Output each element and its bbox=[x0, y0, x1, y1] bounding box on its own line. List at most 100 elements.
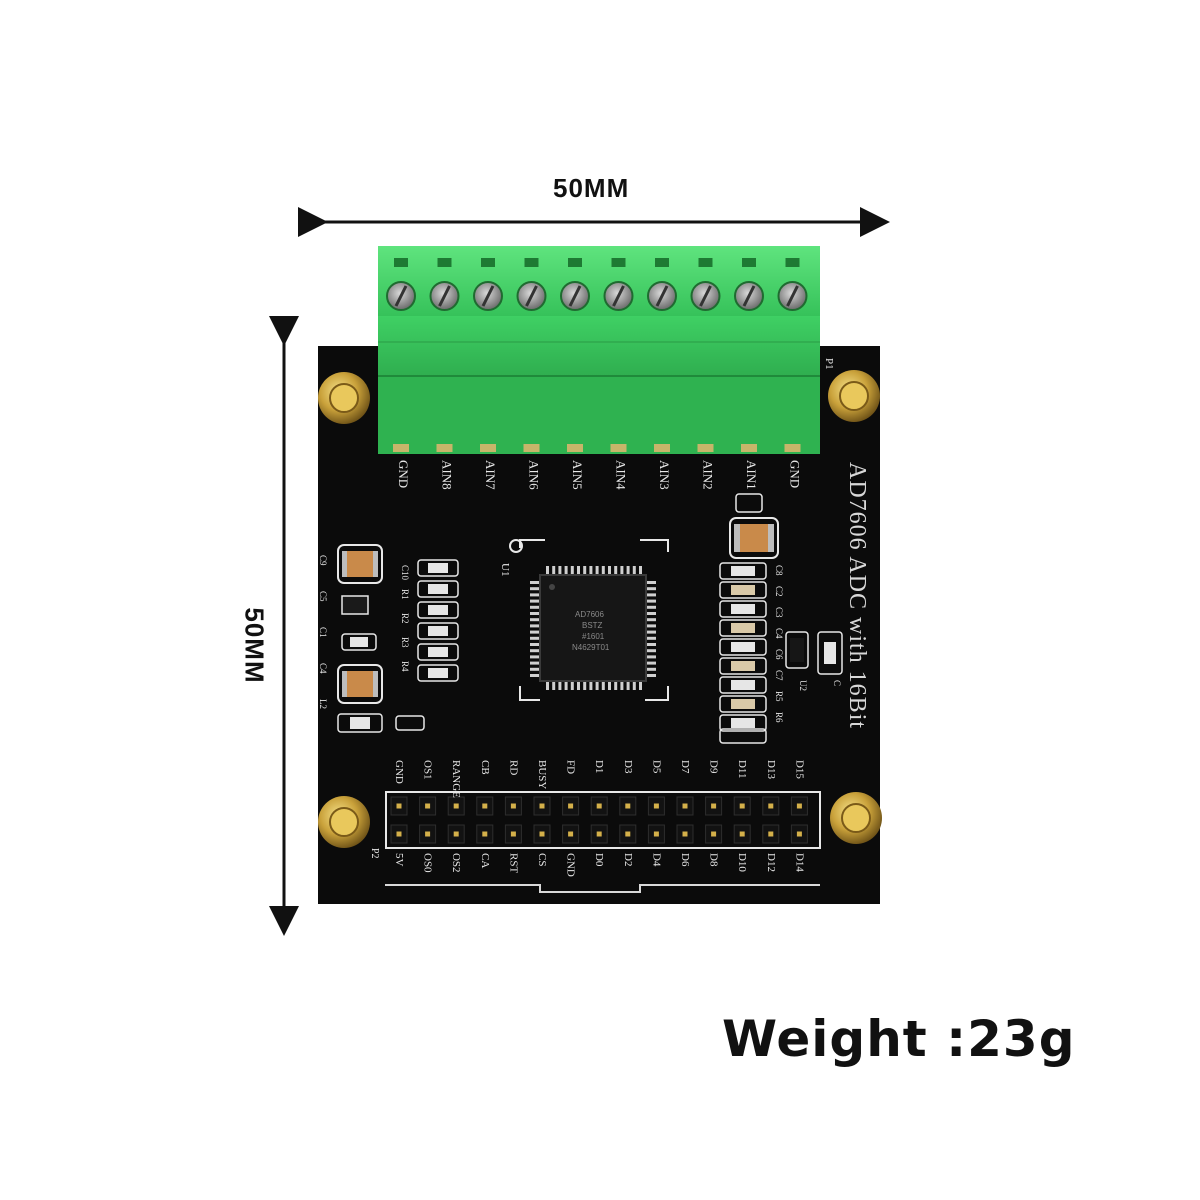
chip-pin bbox=[646, 581, 656, 584]
smd-footprint bbox=[417, 580, 459, 598]
smd-footprint bbox=[719, 714, 767, 732]
chip-pin bbox=[646, 618, 656, 622]
header-bottom-pin-label: 5V bbox=[393, 853, 405, 867]
smd-capacitor bbox=[731, 718, 755, 728]
header-bottom-pin-label: D2 bbox=[622, 853, 634, 866]
smd-footprint bbox=[735, 493, 763, 513]
smd-capacitor bbox=[731, 585, 755, 595]
smd-footprint bbox=[719, 695, 767, 713]
chip-pin bbox=[530, 618, 540, 622]
chip-pin bbox=[646, 636, 656, 640]
chip-pin bbox=[530, 612, 540, 615]
p1-label: P1 bbox=[823, 358, 835, 370]
chip-marking-1: AD7606 bbox=[575, 610, 604, 619]
chip-pin bbox=[601, 566, 605, 576]
smd-capacitor bbox=[731, 604, 755, 614]
voltage-regulator bbox=[341, 595, 369, 615]
chip-pin bbox=[564, 566, 568, 576]
chip-pin bbox=[530, 667, 540, 671]
capacitor-terminal bbox=[373, 551, 378, 577]
header-pin bbox=[482, 831, 488, 837]
component-ref-label: R4 bbox=[400, 661, 410, 672]
screw-slot bbox=[568, 285, 582, 307]
header-bottom-pin-label: CA bbox=[479, 853, 491, 868]
component-ref-label: C bbox=[832, 680, 842, 686]
header-top-pin-label: D1 bbox=[593, 760, 605, 773]
screw-slot bbox=[742, 285, 756, 307]
capacitor-terminal bbox=[734, 524, 740, 552]
header-pin bbox=[768, 831, 774, 837]
header-notch bbox=[385, 884, 820, 893]
header-top-pin-label: D3 bbox=[622, 760, 634, 774]
header-top-pin-label: D11 bbox=[736, 760, 748, 779]
chip-pin bbox=[530, 587, 540, 591]
header-pin bbox=[711, 831, 717, 837]
header-bottom-pin-label: GND bbox=[565, 853, 577, 877]
header-pin bbox=[453, 831, 459, 837]
header-pin bbox=[568, 831, 574, 837]
header-pin bbox=[796, 831, 802, 837]
tantalum-capacitor-outline bbox=[729, 517, 779, 559]
chip-pin bbox=[583, 566, 587, 576]
header-pin bbox=[596, 831, 602, 837]
tantalum-capacitor-outline bbox=[337, 664, 383, 704]
smd-footprint bbox=[719, 600, 767, 618]
smd-footprint bbox=[417, 643, 459, 661]
smd-footprint bbox=[719, 619, 767, 637]
terminal-pin bbox=[567, 444, 583, 452]
chip-pin bbox=[646, 643, 656, 646]
chip-pin bbox=[552, 566, 556, 576]
smd-footprint bbox=[417, 601, 459, 619]
header-pin bbox=[568, 803, 574, 809]
smd-footprint bbox=[719, 562, 767, 580]
weight-label: Weight :23g bbox=[722, 1010, 1076, 1068]
terminal-wire-slot bbox=[611, 258, 626, 267]
analog-pin-label: AIN1 bbox=[744, 460, 759, 490]
chip-pin bbox=[646, 593, 656, 597]
chip-pin bbox=[530, 636, 540, 640]
chip-pin bbox=[570, 566, 574, 576]
header-top-pin-label: D9 bbox=[708, 760, 720, 774]
header-top-pin-label: FD bbox=[565, 760, 577, 774]
chip-pin bbox=[564, 680, 568, 690]
screw-terminal-block bbox=[378, 246, 820, 454]
chip-marking-2: BSTZ bbox=[582, 621, 603, 630]
mounting-screw-bottom-left bbox=[318, 796, 370, 848]
header-top-pin-label: CB bbox=[479, 760, 491, 775]
chip-pin bbox=[530, 655, 540, 659]
screw-slot bbox=[438, 285, 451, 307]
chip-pin bbox=[530, 674, 540, 677]
analog-pin-label: AIN6 bbox=[527, 460, 542, 490]
analog-pin-label: GND bbox=[396, 460, 411, 488]
header-bottom-pin-label: D10 bbox=[736, 853, 748, 872]
smd-resistor bbox=[428, 563, 448, 573]
header-bottom-pin-label: D8 bbox=[708, 853, 720, 867]
chip-pin bbox=[646, 587, 656, 591]
reference-ic bbox=[790, 638, 804, 662]
analog-pin-label: AIN2 bbox=[701, 460, 716, 490]
chip-pin bbox=[530, 630, 540, 634]
header-pin bbox=[711, 803, 717, 809]
component-ref-label: C3 bbox=[774, 607, 784, 618]
component-ref-label: U2 bbox=[798, 680, 808, 691]
terminal-wire-slot bbox=[481, 258, 495, 267]
board-title: AD7606 ADC with 16Bit bbox=[844, 462, 870, 729]
terminal-pin bbox=[697, 444, 714, 452]
smd-footprint bbox=[817, 631, 843, 675]
smd-footprint bbox=[395, 715, 425, 731]
header-top-pin-label: D13 bbox=[765, 760, 777, 779]
chip-pin bbox=[583, 680, 587, 690]
header-pin bbox=[396, 831, 402, 837]
chip-pin bbox=[646, 655, 656, 659]
header-pin bbox=[539, 831, 545, 837]
chip-pin bbox=[552, 680, 556, 690]
smd-footprint bbox=[719, 581, 767, 599]
header-pin bbox=[539, 803, 545, 809]
chip-pin bbox=[646, 674, 656, 677]
tantalum-capacitor-outline bbox=[337, 544, 383, 584]
screw-slot bbox=[394, 285, 408, 307]
header-bottom-pin-label: D4 bbox=[650, 853, 662, 867]
component-ref-label: C4 bbox=[318, 663, 328, 674]
component-ref-label: C7 bbox=[774, 670, 784, 681]
chip-pin bbox=[614, 566, 618, 576]
